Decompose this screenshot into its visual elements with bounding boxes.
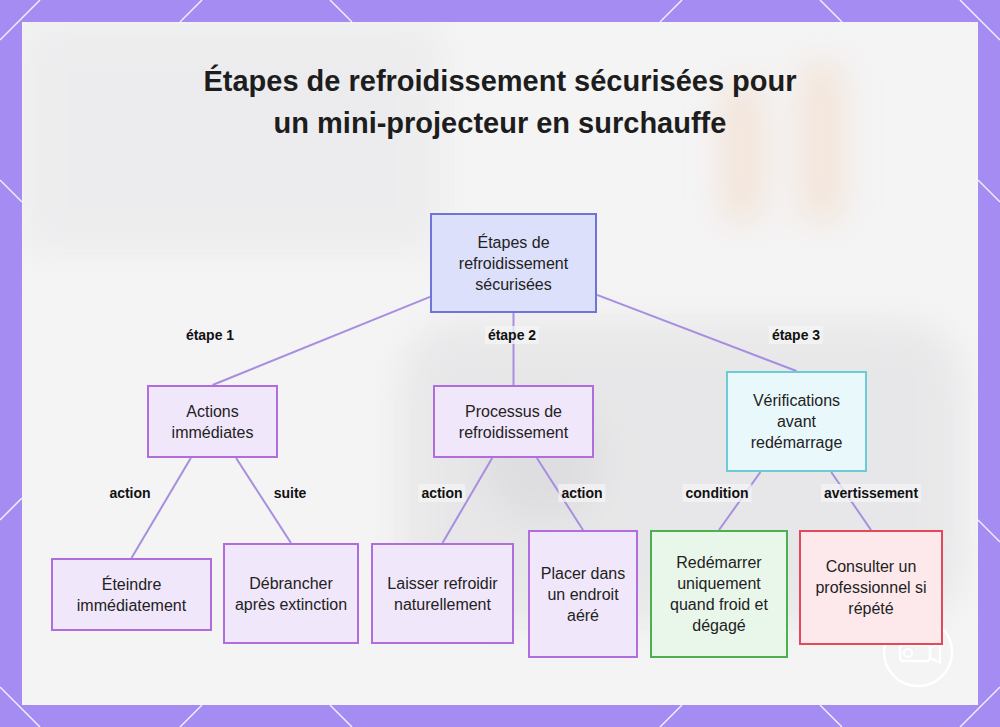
action-box: Éteindre immédiatement (51, 558, 212, 631)
edge-label: avertissement (821, 484, 921, 502)
connector-line (513, 313, 514, 385)
edge-label: étape 1 (183, 326, 237, 344)
node-text: Consulter un professionnel si répété (807, 556, 935, 619)
edge-label: action (418, 484, 465, 502)
node-text: Étapes de refroidissement sécurisées (438, 232, 589, 295)
root-box: Étapes de refroidissement sécurisées (430, 213, 597, 313)
step-box: Vérifications avant redémarrage (726, 371, 867, 472)
node-text: Vérifications avant redémarrage (734, 390, 859, 453)
node-text: Actions immédiates (155, 401, 270, 443)
node-text: Placer dans un endroit aéré (536, 563, 630, 626)
node-text: Laisser refroidir naturellement (379, 573, 506, 615)
connector-line (597, 295, 797, 371)
action-box: Placer dans un endroit aéré (528, 530, 638, 658)
action-box: Débrancher après extinction (223, 543, 359, 644)
connector-line (213, 297, 431, 385)
diagram-title: Étapes de refroidissement sécurisées pou… (200, 60, 800, 144)
edge-label: étape 3 (769, 326, 823, 344)
step-box: Actions immédiates (147, 385, 278, 458)
action-box: Consulter un professionnel si répété (799, 530, 943, 645)
step-box: Processus de refroidissement (433, 385, 594, 458)
node-text: Redémarrer uniquement quand froid et dég… (658, 552, 780, 636)
edge-label: suite (271, 484, 310, 502)
action-box: Redémarrer uniquement quand froid et dég… (650, 530, 788, 658)
edge-label: condition (683, 484, 752, 502)
node-text: Débrancher après extinction (231, 573, 351, 615)
edge-label: action (106, 484, 153, 502)
action-box: Laisser refroidir naturellement (371, 543, 514, 644)
edge-label: action (558, 484, 605, 502)
node-text: Éteindre immédiatement (59, 574, 204, 616)
connector-line (132, 458, 191, 558)
node-text: Processus de refroidissement (441, 401, 586, 443)
edge-label: étape 2 (485, 326, 539, 344)
